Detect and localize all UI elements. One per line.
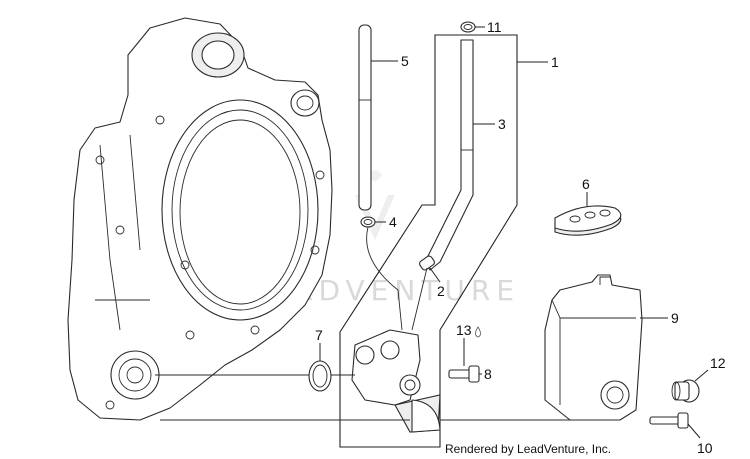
- pipe-3: [424, 39, 474, 271]
- pump-cover-9: [544, 274, 643, 421]
- callout-6[interactable]: 6: [582, 176, 590, 192]
- callout-12[interactable]: 12: [710, 355, 726, 371]
- callout-9[interactable]: 9: [671, 310, 679, 326]
- callout-11[interactable]: 11: [487, 19, 502, 35]
- plug-12: [671, 379, 700, 403]
- assembly-frame: [339, 34, 518, 448]
- bolt-10: [649, 412, 689, 429]
- crankcase-cover: [67, 17, 333, 421]
- callout-13[interactable]: 13: [456, 322, 472, 338]
- bolt-8: [448, 365, 480, 383]
- oil-pump: [351, 329, 441, 433]
- callout-4[interactable]: 4: [389, 214, 397, 230]
- callout-1[interactable]: 1: [551, 54, 559, 70]
- callout-7[interactable]: 7: [315, 327, 323, 343]
- callout-8[interactable]: 8: [484, 366, 492, 382]
- gasket-6: [554, 205, 622, 236]
- callout-2[interactable]: 2: [437, 283, 445, 299]
- pipe-5: [358, 24, 372, 211]
- o-ring-7: [308, 360, 332, 392]
- credit-text: Rendered by LeadVenture, Inc.: [445, 442, 611, 456]
- oil-drop-icon: [475, 326, 481, 338]
- clamp-2: [419, 255, 435, 271]
- callout-10[interactable]: 10: [697, 440, 713, 456]
- clamp-11: [460, 21, 476, 33]
- callout-5[interactable]: 5: [401, 53, 409, 69]
- callout-3[interactable]: 3: [498, 116, 506, 132]
- clamp-4: [360, 216, 376, 228]
